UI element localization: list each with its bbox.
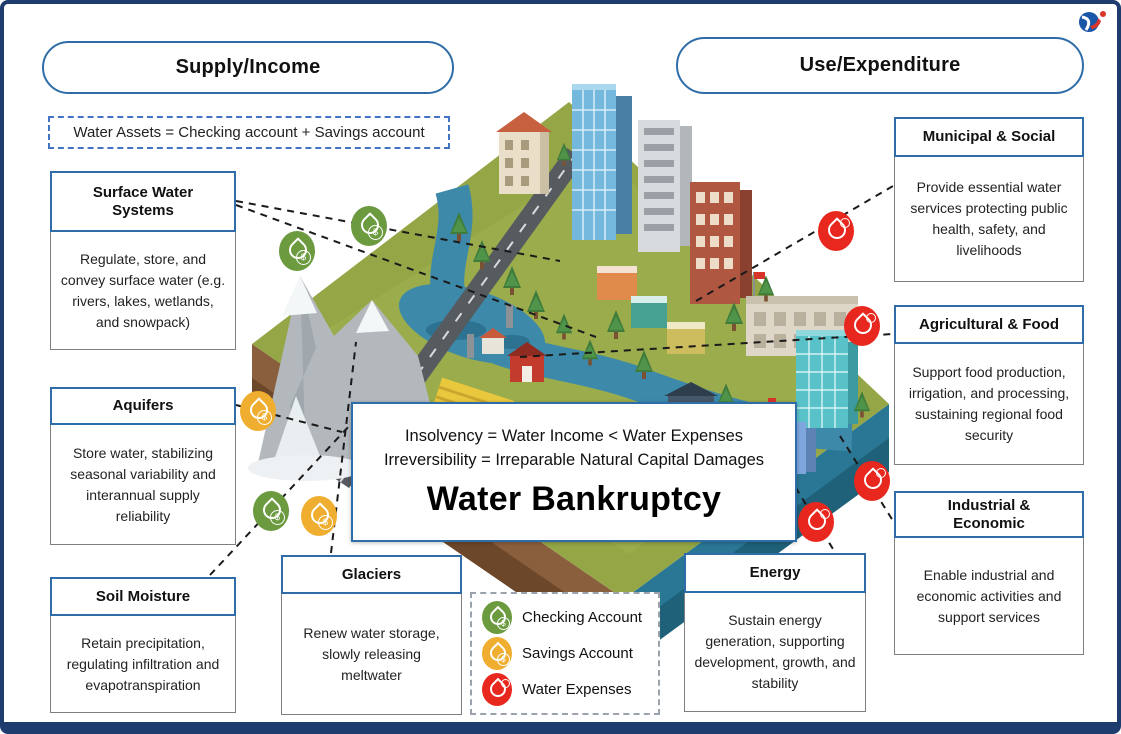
supply-box-aquifers: Aquifers Store water, stabilizing season… — [50, 387, 236, 545]
box-body: Store water, stabilizing seasonal variab… — [50, 425, 236, 545]
supply-box-soil-moisture: Soil Moisture Retain precipitation, regu… — [50, 577, 236, 713]
box-title: Surface Water Systems — [50, 171, 236, 232]
box-body: Enable industrial and economic activitie… — [894, 538, 1084, 655]
box-title: Aquifers — [50, 387, 236, 425]
water-expenses-marker — [844, 306, 880, 346]
box-title: Glaciers — [281, 555, 462, 594]
legend: Checking Account Savings Account Water E… — [470, 592, 660, 715]
legend-label: Savings Account — [522, 644, 633, 662]
small-circle-icon — [866, 313, 876, 323]
legend-item-checking: Checking Account — [482, 601, 648, 635]
use-box-industrial-economic: Industrial & Economic Enable industrial … — [894, 491, 1084, 655]
savings-account-marker — [301, 496, 337, 536]
dollar-icon — [257, 410, 272, 425]
dollar-icon — [296, 250, 311, 265]
box-body: Renew water storage, slowly releasing me… — [281, 594, 462, 715]
checking-account-marker — [253, 491, 289, 531]
water-bankruptcy-title: Water Bankruptcy — [426, 480, 722, 519]
checking-account-marker — [351, 206, 387, 246]
savings-account-icon — [482, 636, 512, 670]
use-box-agricultural-food: Agricultural & Food Support food product… — [894, 305, 1084, 465]
checking-account-marker — [279, 231, 315, 271]
small-circle-icon — [876, 468, 886, 478]
dollar-icon — [318, 515, 333, 530]
supply-income-label: Supply/Income — [175, 56, 321, 78]
box-title: Agricultural & Food — [894, 305, 1084, 344]
legend-label: Water Expenses — [522, 680, 632, 698]
box-title: Energy — [684, 553, 866, 593]
water-assets-formula: Water Assets = Checking account + Saving… — [48, 116, 450, 149]
irreversibility-definition: Irreversibility = Irreparable Natural Ca… — [383, 450, 765, 469]
box-title: Soil Moisture — [50, 577, 236, 616]
supply-box-glaciers: Glaciers Renew water storage, slowly rel… — [281, 555, 462, 715]
box-body: Retain precipitation, regulating infiltr… — [50, 616, 236, 713]
use-expenditure-label: Use/Expenditure — [799, 54, 961, 76]
legend-item-savings: Savings Account — [482, 636, 648, 670]
small-circle-icon — [840, 218, 850, 228]
legend-label: Checking Account — [522, 609, 643, 627]
water-bankruptcy-banner: Insolvency = Water Income < Water Expens… — [351, 402, 797, 542]
box-body: Regulate, store, and convey surface wate… — [50, 232, 236, 350]
water-assets-formula-text: Water Assets = Checking account + Saving… — [73, 124, 425, 141]
dollar-icon — [497, 652, 510, 666]
water-expenses-marker — [818, 211, 854, 251]
dollar-icon — [497, 617, 510, 631]
use-expenditure-header: Use/Expenditure — [676, 37, 1084, 94]
dollar-icon — [368, 225, 383, 240]
use-box-energy: Energy Sustain energy generation, suppor… — [684, 553, 866, 712]
legend-item-expenses: Water Expenses — [482, 672, 648, 706]
box-body: Sustain energy generation, supporting de… — [684, 593, 866, 712]
small-circle-icon — [501, 678, 510, 688]
insolvency-definition: Insolvency = Water Income < Water Expens… — [404, 426, 744, 445]
box-title: Industrial & Economic — [894, 491, 1084, 538]
checking-account-icon — [482, 601, 512, 635]
box-body: Support food production, irrigation, and… — [894, 344, 1084, 465]
dollar-icon — [270, 510, 285, 525]
supply-income-header: Supply/Income — [42, 41, 454, 94]
box-body: Provide essential water services protect… — [894, 157, 1084, 282]
savings-account-marker — [240, 391, 276, 431]
water-expenses-marker — [854, 461, 890, 501]
box-title: Municipal & Social — [894, 117, 1084, 157]
small-circle-icon — [820, 509, 830, 519]
use-box-municipal-social: Municipal & Social Provide essential wat… — [894, 117, 1084, 282]
water-expenses-marker — [798, 502, 834, 542]
water-expenses-icon — [482, 672, 512, 706]
supply-box-surface-water: Surface Water Systems Regulate, store, a… — [50, 171, 236, 350]
org-logo-icon — [1079, 11, 1106, 32]
